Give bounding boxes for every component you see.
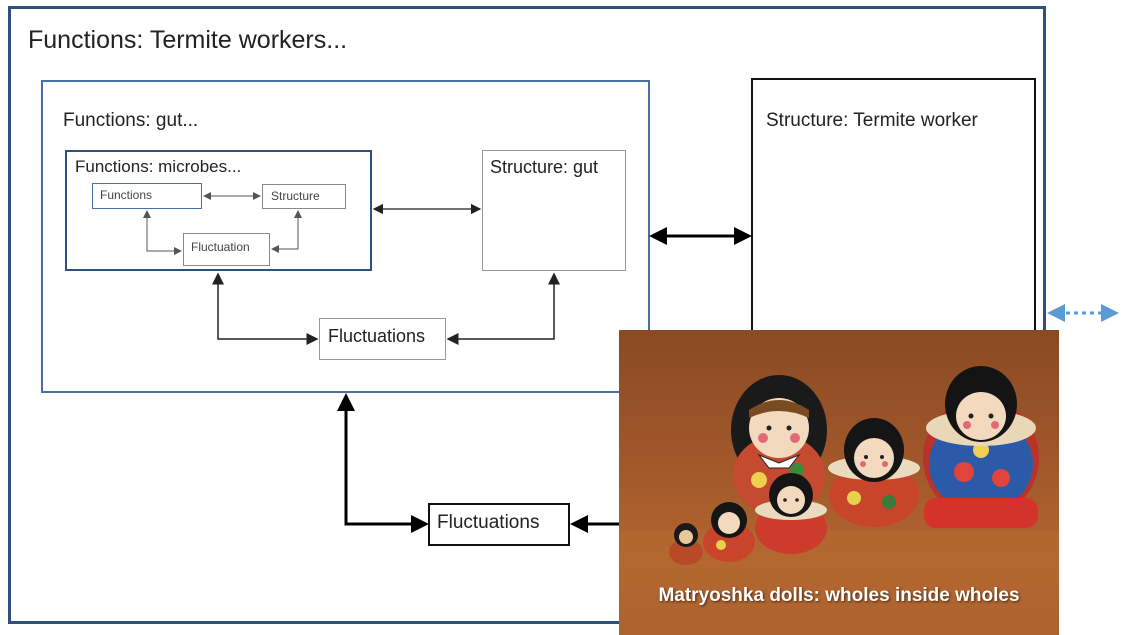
fluctuations-outer-box: [428, 503, 570, 546]
doll-5: [828, 418, 920, 527]
fluctuations-outer-label: Fluctuations: [437, 512, 540, 533]
microbes-title: Functions: microbes...: [75, 157, 242, 176]
doll-2: [669, 523, 703, 565]
microbes-structure-label: Structure: [271, 189, 320, 203]
outer-title: Functions: Termite workers...: [28, 26, 348, 54]
doll-4: [755, 473, 827, 554]
structure-gut-box: [482, 150, 626, 271]
microbes-functions-label: Functions: [100, 188, 153, 202]
fluctuations-inner-label: Fluctuations: [328, 326, 426, 346]
structure-gut-title: Structure: gut: [490, 157, 599, 177]
matryoshka-dolls-illustration: [619, 366, 1059, 635]
doll-3: [703, 502, 755, 562]
microbes-box: [65, 150, 372, 271]
gut-title: Functions: gut...: [63, 110, 199, 131]
microbes-functions-box: [92, 183, 202, 209]
arrow-fluctuations-structure-gut: [446, 272, 560, 345]
doll-largest: [923, 366, 1039, 528]
structure-worker-title: Structure: Termite worker: [766, 110, 978, 131]
fluctuations-inner-box: [319, 318, 446, 360]
arrow-gut-fluctuations-outer: [337, 393, 429, 533]
structure-worker-box: [751, 78, 1036, 340]
arrow-microbes-fluctuations: [212, 272, 319, 345]
matryoshka-photo: Matryoshka dolls: wholes inside wholes: [619, 330, 1059, 635]
arrow-functions-fluctuation: [143, 210, 182, 255]
microbes-structure-box: [262, 184, 346, 209]
photo-caption: Matryoshka dolls: wholes inside wholes: [658, 585, 1020, 606]
arrow-fluctuation-structure: [271, 210, 302, 253]
microbes-fluctuation-box: [183, 233, 270, 266]
doll-6: [731, 375, 827, 515]
microbes-fluctuation-label: Fluctuation: [191, 240, 250, 254]
